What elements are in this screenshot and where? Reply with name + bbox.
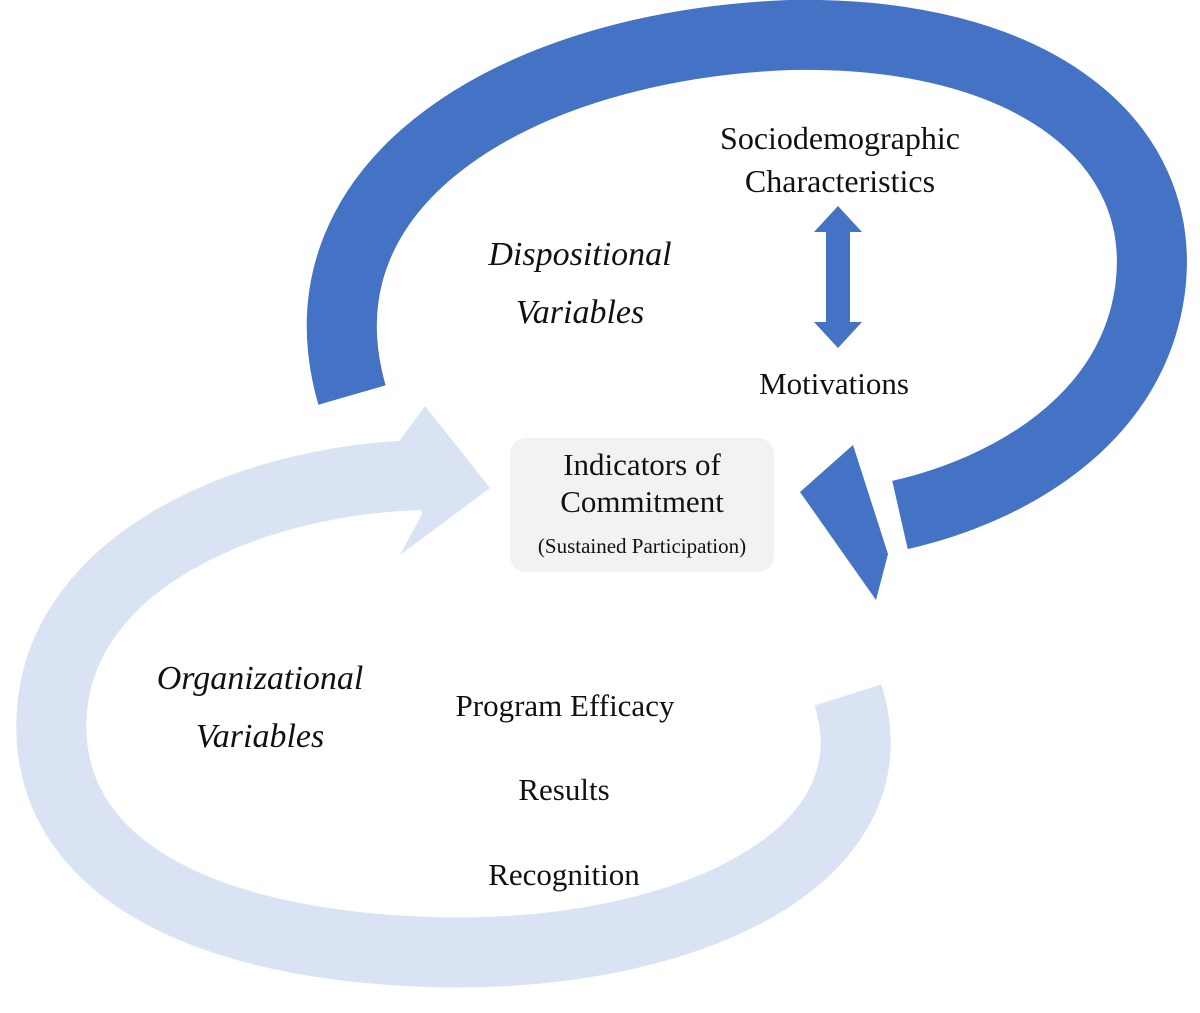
dispositional-loop-arrow [306, 0, 1187, 600]
dispositional-loop-arc [306, 0, 1187, 550]
indicators-of-commitment-box: Indicators of Commitment (Sustained Part… [510, 438, 774, 572]
recognition-label: Recognition [488, 857, 640, 892]
motivations-label: Motivations [759, 366, 909, 401]
program-efficacy-label: Program Efficacy [455, 688, 675, 723]
indicators-of-commitment-title: Indicators of Commitment [560, 447, 724, 520]
organizational-loop-arc [16, 440, 891, 988]
double-headed-arrow [814, 206, 862, 348]
organizational-loop-arrowhead [400, 406, 490, 555]
sustained-participation-subtitle: (Sustained Participation) [537, 534, 747, 558]
organizational-loop-arrow [16, 406, 891, 988]
sociodemographic-characteristics-label: Sociodemographic Characteristics [720, 120, 960, 200]
dispositional-variables-title: Dispositional Variables [488, 236, 672, 331]
results-label: Results [518, 772, 610, 807]
dispositional-loop-arrowhead [800, 445, 888, 600]
organizational-variables-title: Organizational Variables [156, 660, 364, 755]
